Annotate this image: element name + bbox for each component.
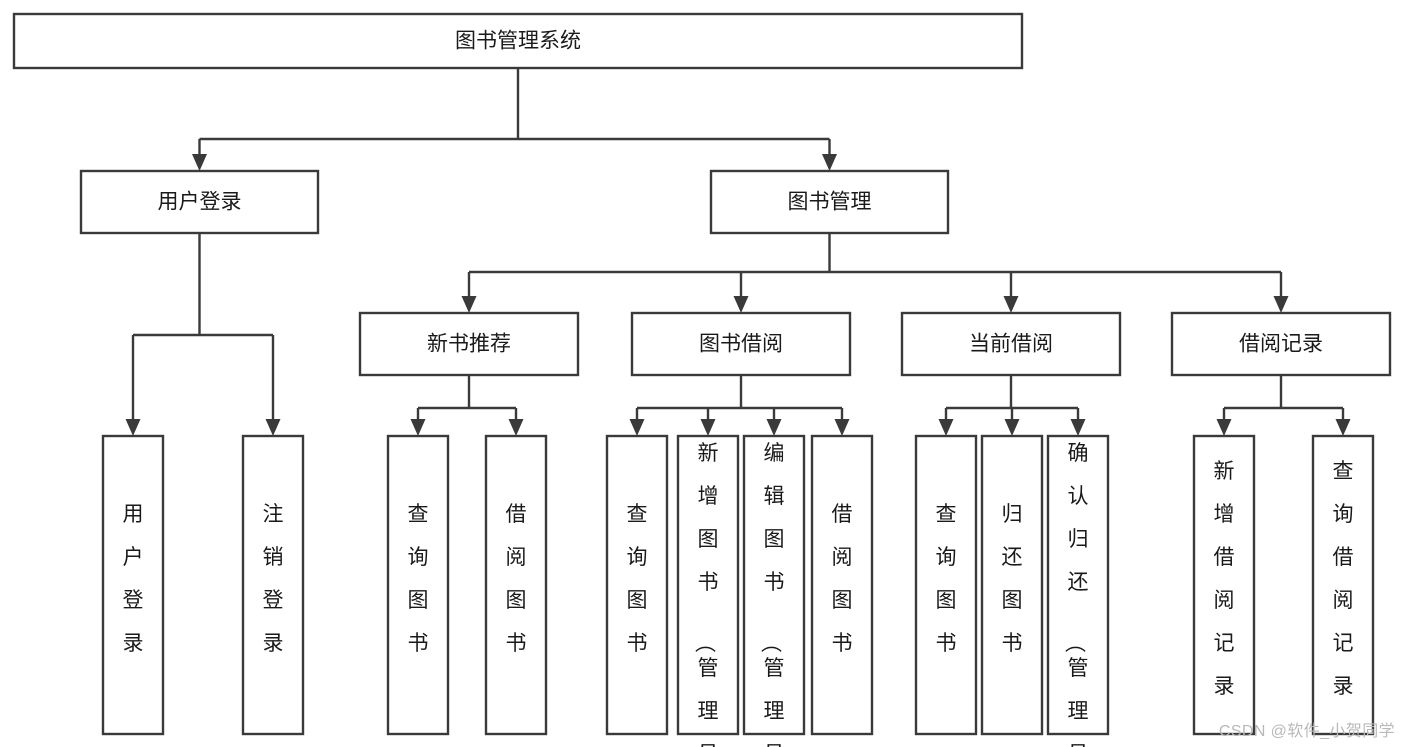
leaf-node-4[interactable]: 查询图书 [605,434,669,736]
level3-node-0[interactable]: 新书推荐 [358,311,580,377]
level3-node-1-label: 图书借阅 [699,333,783,356]
arrow-head-icon [822,154,837,171]
leaf-node-0-rect[interactable] [101,434,165,736]
leaf-node-10-label: 确认归还（管理员） [1063,442,1089,747]
leaf-node-7-rect[interactable] [810,434,874,736]
leaf-node-12-label: 查询借阅记录 [1333,460,1354,698]
leaf-node-6-label: 编辑图书（管理员） [759,442,785,747]
leaf-node-10-rect[interactable] [1046,434,1110,736]
arrow-head-icon [834,419,850,436]
leaf-node-3[interactable]: 借阅图书 [484,434,548,736]
leaf-node-8-label: 查询图书 [936,503,957,655]
edge-current-borrow-to-leaves [938,375,1086,436]
level3-node-0-label: 新书推荐 [427,333,511,356]
arrow-head-icon [192,154,207,171]
leaf-node-8-rect[interactable] [914,434,978,736]
edge-root-to-level2 [192,68,837,171]
level2-node-1-label: 图书管理 [788,191,872,214]
arrow-head-icon [700,419,716,436]
edge-book-management-to-level3 [461,233,1289,313]
level2-node-0-label: 用户登录 [158,191,242,214]
leaf-node-12[interactable]: 查询借阅记录 [1311,434,1375,736]
level2-node-0[interactable]: 用户登录 [79,169,320,235]
leaf-node-2-rect[interactable] [386,434,450,736]
edge-borrow-record-to-leaves [1216,375,1351,436]
leaf-node-6[interactable]: 编辑图书（管理员） [742,434,806,747]
level3-node-2[interactable]: 当前借阅 [900,311,1122,377]
leaf-node-6-rect[interactable] [742,434,806,736]
leaf-node-12-rect[interactable] [1311,434,1375,736]
arrow-head-icon [1003,296,1019,313]
arrow-head-icon [1070,419,1086,436]
level2-node-0-rect[interactable] [79,169,320,235]
edge-user-login-to-leaves [125,233,281,436]
leaf-node-11[interactable]: 新增借阅记录 [1192,434,1256,736]
arrow-head-icon [938,419,954,436]
level3-node-2-label: 当前借阅 [969,333,1053,356]
leaf-node-1[interactable]: 注销登录 [241,434,305,736]
leaf-node-0-label: 用户登录 [123,503,144,655]
leaf-node-0[interactable]: 用户登录 [101,434,165,736]
leaf-node-8[interactable]: 查询图书 [914,434,978,736]
level2-node-1[interactable]: 图书管理 [709,169,950,235]
leaf-node-1-rect[interactable] [241,434,305,736]
arrow-head-icon [629,419,645,436]
level3-node-0-rect[interactable] [358,311,580,377]
edge-book-borrow-to-leaves [629,375,850,436]
leaf-node-5-rect[interactable] [676,434,740,736]
leaf-node-4-label: 查询图书 [627,503,648,655]
leaf-node-9[interactable]: 归还图书 [980,434,1044,736]
leaf-node-11-label: 新增借阅记录 [1214,460,1235,698]
leaf-node-9-label: 归还图书 [1002,503,1023,655]
watermark-label: CSDN @软件_小贺同学 [1218,723,1395,740]
leaf-node-4-rect[interactable] [605,434,669,736]
arrow-head-icon [1216,419,1232,436]
arrow-head-icon [461,296,477,313]
leaf-node-5[interactable]: 新增图书（管理员） [676,434,740,747]
leaf-node-1-label: 注销登录 [263,503,284,655]
arrow-head-icon [733,296,749,313]
root-node-book-management-system-rect[interactable] [12,12,1024,70]
nodes-layer: 图书管理系统用户登录图书管理新书推荐图书借阅当前借阅借阅记录用户登录注销登录查询… [12,12,1392,747]
connectors-layer [125,68,1351,436]
arrow-head-icon [410,419,426,436]
level3-node-3[interactable]: 借阅记录 [1170,311,1392,377]
leaf-node-2-label: 查询图书 [408,503,429,655]
level3-node-1[interactable]: 图书借阅 [630,311,852,377]
arrow-head-icon [1273,296,1289,313]
arrow-head-icon [265,419,281,436]
root-node-book-management-system-label: 图书管理系统 [455,30,581,53]
leaf-node-7-label: 借阅图书 [832,503,853,655]
leaf-node-5-label: 新增图书（管理员） [693,442,719,747]
arrow-head-icon [508,419,524,436]
level3-node-3-rect[interactable] [1170,311,1392,377]
leaf-node-2[interactable]: 查询图书 [386,434,450,736]
level2-node-1-rect[interactable] [709,169,950,235]
leaf-node-7[interactable]: 借阅图书 [810,434,874,736]
leaf-node-3-label: 借阅图书 [506,503,527,655]
arrow-head-icon [125,419,141,436]
level3-node-3-label: 借阅记录 [1239,333,1323,356]
leaf-node-11-rect[interactable] [1192,434,1256,736]
edge-new-book-to-leaves [410,375,524,436]
leaf-node-10[interactable]: 确认归还（管理员） [1046,434,1110,747]
level3-node-1-rect[interactable] [630,311,852,377]
arrow-head-icon [766,419,782,436]
leaf-node-9-rect[interactable] [980,434,1044,736]
level3-node-2-rect[interactable] [900,311,1122,377]
arrow-head-icon [1004,419,1020,436]
arrow-head-icon [1335,419,1351,436]
root-node-book-management-system[interactable]: 图书管理系统 [12,12,1024,70]
leaf-node-3-rect[interactable] [484,434,548,736]
